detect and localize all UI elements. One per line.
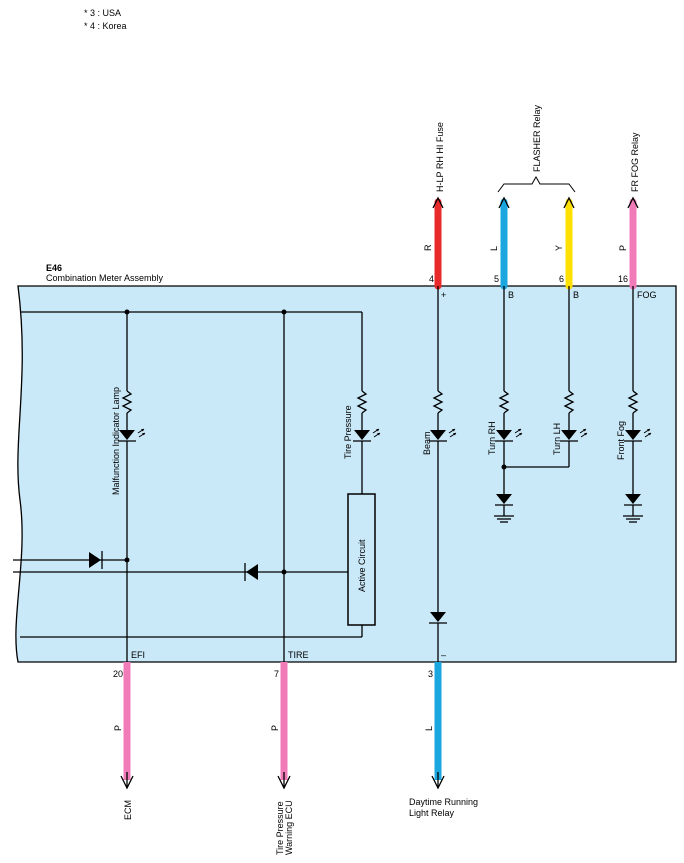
wire-code-p-ecm: P [113, 725, 123, 731]
connector-id: E46 [46, 263, 62, 273]
flasher-relay-label: FLASHER Relay [532, 104, 542, 172]
terminal-plus: + [441, 290, 446, 300]
dest-drl-line1: Daytime Running [409, 797, 478, 807]
active-circuit-label: Active Circuit [357, 539, 367, 592]
wire-code-l: L [489, 246, 499, 251]
left-circuit [13, 309, 381, 662]
lamp-label-turn-rh: Turn RH [487, 421, 497, 455]
terminal-b-lh: B [573, 290, 579, 300]
dest-tire-ecu-line1: Tire Pressure [275, 801, 285, 855]
beam-circuit [429, 286, 457, 662]
wire-code-l-drl: L [424, 726, 434, 731]
dest-drl-line2: Light Relay [409, 808, 455, 818]
pin-20: 20 [113, 669, 123, 679]
connector-name: Combination Meter Assembly [46, 273, 164, 283]
dest-fr-fog-relay: FR FOG Relay [630, 132, 640, 192]
bottom-wires [120, 662, 445, 790]
top-wires [432, 196, 639, 290]
pin-16: 16 [618, 274, 628, 284]
terminal-efi: EFI [131, 650, 145, 660]
flasher-relay-bracket [497, 175, 576, 193]
pin-4: 4 [429, 274, 434, 284]
wire-code-p-tire: P [270, 725, 280, 731]
wire-code-y: Y [554, 245, 564, 251]
wire-code-p-fog: P [618, 245, 628, 251]
wire-code-r: R [423, 244, 433, 251]
dest-hlp-fuse: H-LP RH HI Fuse [435, 122, 445, 192]
pin-3: 3 [428, 669, 433, 679]
terminal-b-rh: B [508, 290, 514, 300]
lamp-label-beam: Beam [422, 431, 432, 455]
dest-ecm: ECM [123, 800, 133, 820]
terminal-fog: FOG [637, 290, 657, 300]
combination-meter-panel [15, 285, 677, 663]
lamp-label-turn-lh: Turn LH [552, 423, 562, 455]
fog-circuit [623, 286, 652, 523]
pin-7: 7 [274, 669, 279, 679]
lamp-label-tire: Tire Pressure [343, 405, 353, 459]
note-korea: * 4 : Korea [84, 21, 127, 31]
terminal-tire: TIRE [288, 650, 309, 660]
turn-circuit [494, 286, 588, 523]
note-usa: * 3 : USA [84, 8, 121, 18]
lamp-label-mil: Malfunction Indicator Lamp [111, 387, 121, 495]
pin-6: 6 [559, 274, 564, 284]
lamp-label-front-fog: Front Fog [616, 421, 626, 460]
pin-5: 5 [494, 274, 499, 284]
terminal-minus: – [441, 650, 446, 660]
dest-tire-ecu-line2: Warning ECU [284, 800, 294, 855]
